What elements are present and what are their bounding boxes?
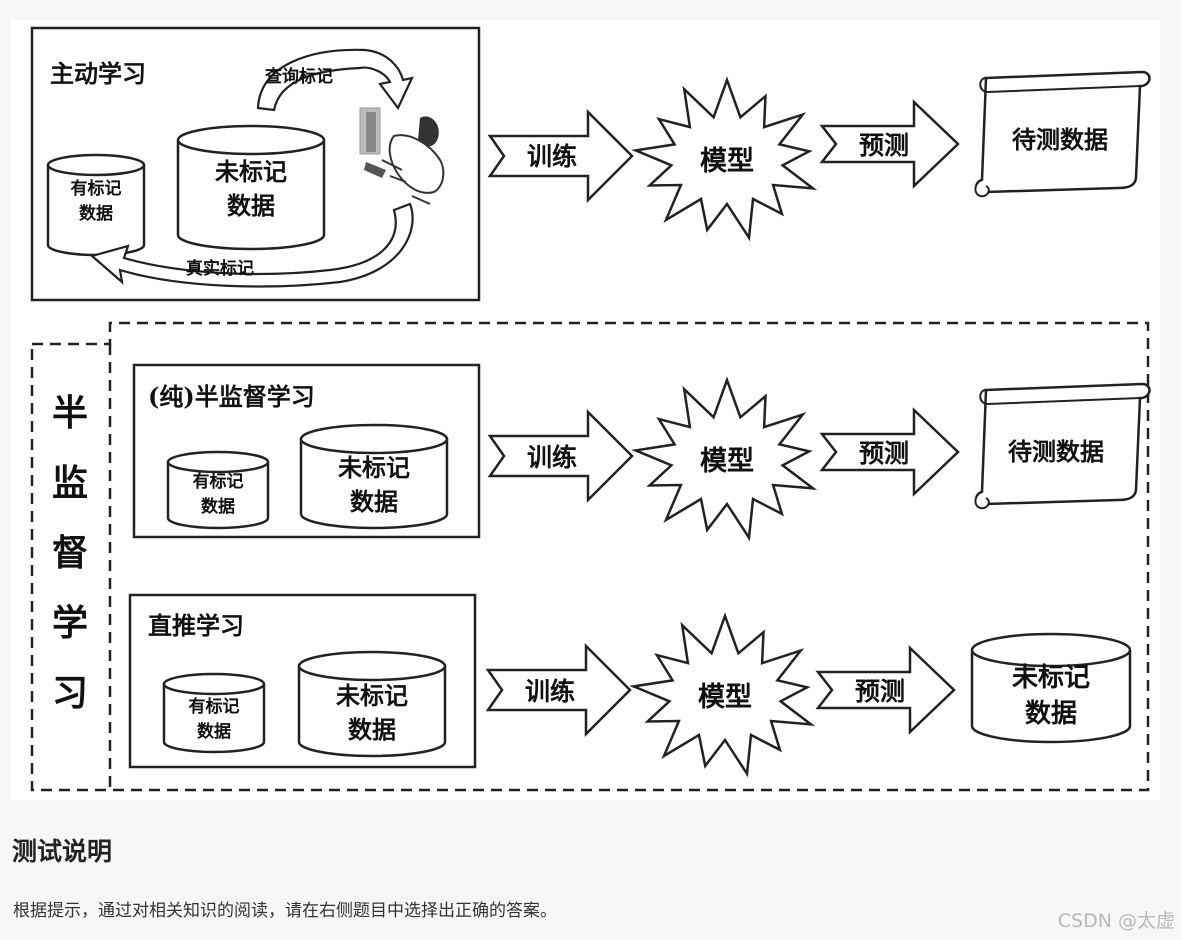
model-starburst-2: 模型: [631, 376, 818, 542]
query-label-arrow: 查询标记: [256, 48, 414, 112]
section-description: 根据提示，通过对相关知识的阅读，请在右侧题目中选择出正确的答案。: [13, 901, 557, 921]
unlabeled-data-cylinder: 未标记 数据: [176, 124, 326, 251]
true-label-text: 真实标记: [186, 258, 254, 279]
model-label-1: 模型: [700, 146, 754, 177]
transductive-labeled-cylinder: 有标记 数据: [162, 672, 266, 754]
train-arrow-3: 训练: [485, 642, 632, 738]
labeled-data-label-1: 有标记: [71, 178, 122, 199]
transductive-unlabeled-label-2: 数据: [348, 715, 396, 744]
transductive-title: 直推学习: [148, 611, 244, 640]
section-heading: 测试说明: [12, 837, 113, 866]
target-unlabeled-label-1: 未标记: [1012, 663, 1090, 693]
query-label-text: 查询标记: [264, 66, 333, 87]
model-starburst-1: 模型: [631, 76, 818, 242]
predict-label-1: 预测: [859, 131, 909, 160]
predict-arrow-3: 预测: [815, 645, 956, 735]
pure-labeled-label-2: 数据: [201, 496, 235, 517]
predict-arrow-2: 预测: [819, 407, 960, 497]
model-label-2: 模型: [700, 446, 754, 477]
watermark: CSDN @太虚: [1057, 910, 1175, 932]
test-data-label-1: 待测数据: [1012, 125, 1108, 154]
train-label-3: 训练: [525, 677, 575, 706]
transductive-labeled-label-2: 数据: [197, 721, 231, 742]
semi-supervised-region: [30, 321, 1150, 792]
model-label-3: 模型: [698, 682, 752, 713]
model-starburst-3: 模型: [629, 612, 816, 778]
transductive-labeled-label-1: 有标记: [189, 696, 240, 717]
predict-label-3: 预测: [855, 677, 905, 706]
labeled-data-cylinder: 有标记 数据: [46, 153, 146, 257]
diagram-figure: 主动学习 有标记 数据 未标记 数据 查询标记 真实标记 训练 模型: [10, 20, 1160, 800]
target-unlabeled-cylinder: 未标记 数据: [970, 632, 1132, 744]
true-label-arrow: 真实标记: [89, 202, 414, 288]
predict-label-2: 预测: [859, 439, 909, 468]
unlabeled-data-label-1: 未标记: [215, 157, 287, 186]
semi-supervised-vertical-label: 半监督学习: [52, 392, 88, 714]
train-arrow-1: 训练: [487, 108, 634, 204]
train-arrow-2: 训练: [487, 408, 634, 504]
transductive-unlabeled-label-1: 未标记: [336, 681, 408, 710]
predict-arrow-1: 预测: [819, 99, 960, 189]
pure-unlabeled-label-2: 数据: [350, 487, 398, 516]
pure-unlabeled-label-1: 未标记: [338, 453, 410, 482]
train-label-2: 训练: [527, 443, 577, 472]
pure-labeled-label-1: 有标记: [193, 471, 244, 492]
unlabeled-data-label-2: 数据: [227, 191, 275, 220]
target-unlabeled-label-2: 数据: [1025, 699, 1077, 729]
test-data-label-2: 待测数据: [1008, 437, 1104, 466]
expert-illustration: [359, 107, 445, 205]
labeled-data-label-2: 数据: [79, 203, 113, 224]
pure-unlabeled-cylinder: 未标记 数据: [299, 423, 449, 530]
transductive-unlabeled-cylinder: 未标记 数据: [297, 650, 447, 758]
active-learning-title: 主动学习: [50, 59, 146, 88]
test-data-scroll-2: 待测数据: [974, 382, 1151, 510]
pure-semi-title: (纯)半监督学习: [148, 382, 315, 411]
pure-labeled-cylinder: 有标记 数据: [166, 450, 270, 530]
test-data-scroll-1: 待测数据: [974, 70, 1151, 198]
train-label-1: 训练: [527, 142, 577, 171]
